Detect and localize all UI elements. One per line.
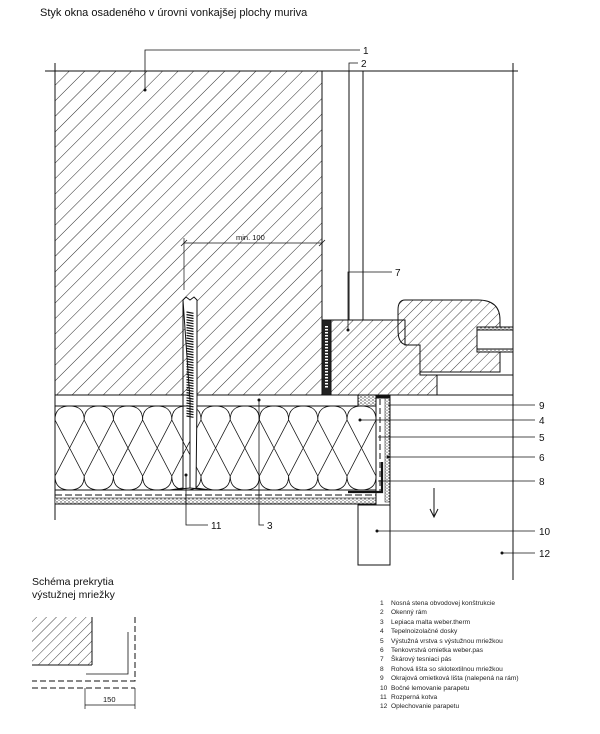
parapet-side-trim <box>357 504 391 566</box>
legend-number: 4 <box>380 628 384 636</box>
legend-text: Bočné lemovanie parapetu <box>391 684 470 692</box>
callout-2: 2 <box>361 59 367 70</box>
legend-text: Nosná stena obvodovej konštrukcie <box>391 600 496 607</box>
legend-text: Okrajová omietková lišta (nalepená na rá… <box>391 675 519 683</box>
callout-6: 6 <box>539 453 545 464</box>
legend-text: Lepiaca malta weber.therm <box>391 618 471 626</box>
legend-text: Oplechovanie parapetu <box>391 703 460 711</box>
legend-item: 2 Okenný rám <box>380 608 519 617</box>
legend-item: 11 Rozperná kotva <box>380 693 519 702</box>
legend-item: 8 Rohová lišta so sklotextilnou mriežkou <box>380 665 519 674</box>
dimension-150: 150 <box>103 695 116 704</box>
legend-text: Škárový tesniaci pás <box>391 656 452 664</box>
callout-7: 7 <box>395 268 401 279</box>
legend-text: Okenný rám <box>391 609 427 617</box>
legend-number: 12 <box>380 703 388 711</box>
window-sash <box>397 299 501 373</box>
schema-title: Schéma prekrytia výstužnej mriežky <box>32 576 115 601</box>
legend-item: 4 Tepelnoizolačné dosky <box>380 627 519 636</box>
legend-number: 11 <box>380 694 387 702</box>
legend-text: Rohová lišta so sklotextilnou mriežkou <box>391 665 503 673</box>
schema-hatch <box>32 617 92 665</box>
callout-10: 10 <box>539 527 551 538</box>
legend-text: Tenkovrstvá omietka weber.pas <box>391 647 483 655</box>
legend-number: 7 <box>380 656 384 664</box>
callout-11: 11 <box>211 521 222 532</box>
legend-number: 6 <box>380 647 384 655</box>
legend-item: 9 Okrajová omietková lišta (nalepená na r… <box>380 674 519 683</box>
legend-number: 10 <box>380 684 388 692</box>
drawing-title: Styk okna osadeného v úrovni vonkajšej p… <box>40 7 308 19</box>
anchor-dowel <box>182 296 211 491</box>
callout-4: 4 <box>539 416 545 427</box>
legend: 1 Nosná stena obvodovej konštrukcie 2 Okenn… <box>380 599 519 712</box>
callout-12: 12 <box>539 549 551 560</box>
callout-9: 9 <box>539 401 545 412</box>
corner-bead <box>348 462 384 494</box>
anchor-screw <box>186 311 194 418</box>
legend-number: 2 <box>380 609 384 617</box>
glazing <box>476 326 514 353</box>
legend-number: 1 <box>380 600 384 607</box>
dimension-min-100: min. 100 <box>236 233 265 242</box>
legend-item: 1 Nosná stena obvodovej konštrukcie <box>380 599 519 608</box>
legend-item: 5 Výstužná vrstva s výstužnou mriežkou <box>380 637 519 646</box>
legend-number: 8 <box>380 665 384 673</box>
legend-number: 3 <box>380 618 384 626</box>
legend-text: Výstužná vrstva s výstužnou mriežkou <box>391 637 503 645</box>
insulation-boards <box>54 405 377 491</box>
legend-item: 7 Škárový tesniaci pás <box>380 655 519 664</box>
legend-number: 9 <box>380 675 384 683</box>
legend-number: 5 <box>380 637 384 645</box>
legend-item: 6 Tenkovrstvá omietka weber.pas <box>380 646 519 655</box>
legend-text: Rozperná kotva <box>391 694 438 702</box>
callout-8: 8 <box>539 477 545 488</box>
legend-item: 3 Lepiaca malta weber.therm <box>380 618 519 627</box>
thin-render <box>54 497 391 505</box>
callout-5: 5 <box>539 433 545 444</box>
legend-text: Tepelnoizolačné dosky <box>391 628 458 636</box>
callout-3: 3 <box>267 521 273 532</box>
callout-1: 1 <box>363 46 369 57</box>
